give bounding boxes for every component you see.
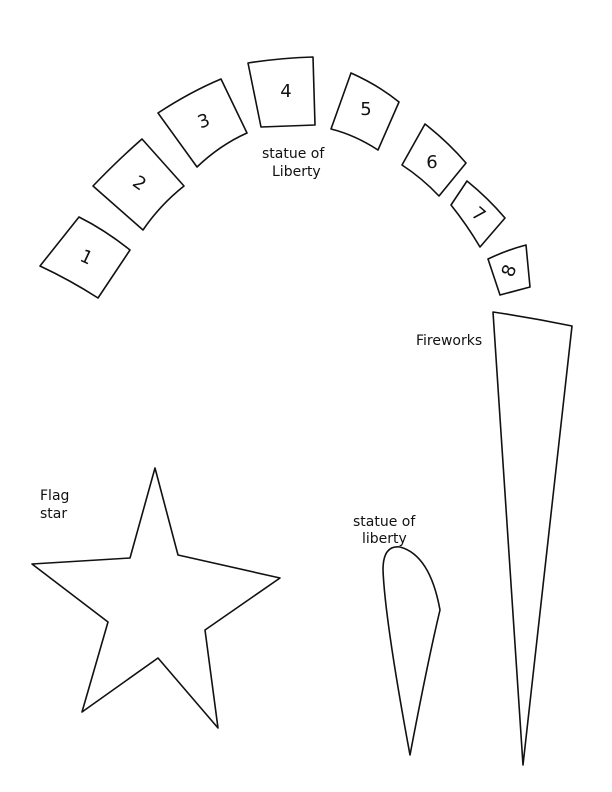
- svg-text:2: 2: [129, 172, 150, 196]
- svg-text:1: 1: [77, 246, 96, 270]
- crown-piece-6: 6: [401, 123, 467, 197]
- flame-label-line1: statue of: [353, 514, 416, 530]
- liberty-flame: [382, 546, 441, 756]
- crown-piece-1: 1: [39, 216, 131, 299]
- crown-piece-8: 8: [487, 244, 531, 296]
- crown-piece-3: 3: [157, 78, 248, 168]
- svg-text:7: 7: [467, 203, 489, 226]
- flag-star-label-line1: Flag: [40, 488, 69, 504]
- crown-label-line2: Liberty: [272, 164, 321, 180]
- flag-star: [31, 467, 281, 729]
- flag-star-label-line2: star: [40, 506, 67, 522]
- fireworks-spike: [492, 311, 573, 766]
- crown-piece-2: 2: [92, 138, 185, 231]
- svg-text:4: 4: [280, 81, 291, 102]
- svg-text:5: 5: [360, 99, 371, 120]
- fireworks-label: Fireworks: [416, 333, 482, 349]
- crown-piece-4: 4: [247, 56, 316, 128]
- flame-label-line2: liberty: [362, 531, 407, 547]
- svg-text:8: 8: [498, 262, 522, 280]
- crown-label-line1: statue of: [262, 146, 325, 162]
- svg-text:3: 3: [195, 110, 213, 134]
- svg-text:6: 6: [426, 152, 437, 173]
- crown-piece-7: 7: [450, 180, 506, 248]
- crown-piece-5: 5: [330, 72, 400, 151]
